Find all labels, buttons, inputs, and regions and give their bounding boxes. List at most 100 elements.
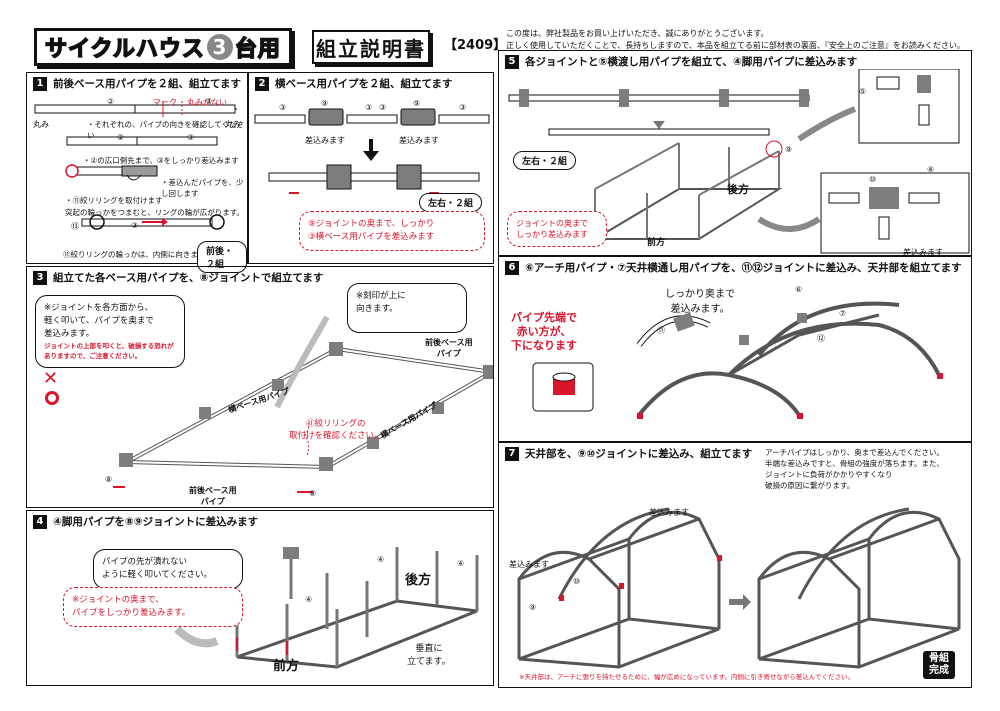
title-part2: 台用 bbox=[234, 36, 281, 63]
intro-text: この度は、弊社製品をお買い上げいただき、誠にありがとうございます。 正しく使用し… bbox=[506, 28, 976, 52]
section-5-panel: 5 各ジョイントと⑤横渡し用パイプを組立て、④脚用パイプに差込みます 左右・２組 bbox=[498, 50, 972, 257]
s3-warn-line-2: ありますので、ご注意ください。 bbox=[44, 352, 142, 360]
s6-part-6: ⑥ bbox=[795, 285, 803, 294]
s2-part-3-b: ③ bbox=[365, 103, 373, 112]
s7-insert-label-b: 差込みます bbox=[649, 508, 689, 517]
s3-fbb-line-2: パイプ bbox=[200, 497, 225, 506]
s3-fbb-line-1: 前後ベース用 bbox=[189, 486, 237, 495]
section-1-header: 1 前後ベース用パイプを２組、組立てます bbox=[27, 73, 247, 94]
section-5-header: 5 各ジョイントと⑤横渡し用パイプを組立て、④脚用パイプに差込みます bbox=[499, 51, 971, 72]
s4-vertical-note: 垂直に 立てます。 bbox=[407, 641, 451, 667]
section-4-title: ④脚用パイプを⑧⑨ジョイントに差込みます bbox=[53, 516, 259, 528]
s3-ring-line-1: ⑪絞リリングの bbox=[306, 419, 366, 429]
part-3-label-b: ③ bbox=[187, 133, 195, 142]
s4-tap-callout: パイプの先が潰れない ように軽く叩いてください。 bbox=[93, 549, 243, 589]
s4-c1-line-1: パイプの先が潰れない bbox=[102, 557, 188, 567]
s3-warn-line-1: ジョイントの上部を叩くと、破損する恐れが bbox=[44, 342, 174, 350]
s5-set-tag: 左右・２組 bbox=[513, 151, 577, 170]
ring-note-2: 突起の輪っかをつまむと、リングの輪が広がります。 bbox=[65, 208, 244, 217]
front-back-set-tag: 前後・２組 bbox=[197, 241, 247, 273]
part-2-label-a: ② bbox=[107, 97, 115, 106]
s4-insert-callout: ※ジョイントの奥まで、 パイプをしっかり差込みます。 bbox=[63, 587, 243, 627]
section-3-header: 3 組立てた各ベース用パイプを、⑧ジョイントで組立てます bbox=[27, 267, 493, 288]
section-5-diagram bbox=[508, 69, 970, 254]
s6-red-line-2: 赤い方が、 bbox=[516, 325, 572, 338]
section-7-number: 7 bbox=[505, 446, 519, 461]
s3-callout-line-2: 軽く叩いて、パイプを奥まで bbox=[44, 316, 154, 326]
s6-part-7: ⑦ bbox=[839, 309, 847, 318]
section-6-header: 6 ⑥アーチ用パイプ・⑦天井横通し用パイプを、⑪⑫ジョイントに差込み、天井部を組… bbox=[499, 257, 971, 278]
s3-front-back-bottom-label: 前後ベース用 パイプ bbox=[189, 485, 237, 507]
s4-part-4-b: ④ bbox=[377, 555, 385, 564]
s7-note-line-2: 半端な差込みですと、骨組の強度が落ちます。また、 bbox=[765, 459, 944, 468]
s5-callout-line-2: しっかり差込みます bbox=[516, 230, 588, 239]
s7-note-line-4: 破損の原因に繋がります。 bbox=[765, 481, 855, 490]
wrong-mark-icon: ✕ bbox=[43, 368, 59, 389]
s6-red-line-3: 下になります bbox=[511, 339, 577, 352]
s6-part-12: ⑫ bbox=[817, 334, 825, 343]
s3-stamp-callout: ※刻印が上に 向きます。 bbox=[347, 283, 467, 333]
s6-insert-note: しっかり奥まで 差込みます。 bbox=[665, 285, 735, 315]
part-3-label-c: ③ bbox=[131, 221, 139, 230]
s7-part-9: ⑨ bbox=[529, 603, 537, 612]
section-1-title: 前後ベース用パイプを２組、組立てます bbox=[53, 78, 241, 90]
s2-part-9-b: ⑨ bbox=[413, 99, 421, 108]
ring-note-3: ⑪絞りリングの輪っかは、内側に向きます。 bbox=[63, 250, 212, 259]
s4-vertical-line-2: 立てます。 bbox=[407, 657, 451, 667]
section-5-title: 各ジョイントと⑤横渡し用パイプを組立て、④脚用パイプに差込みます bbox=[525, 56, 858, 68]
s2-insert-callout: ⑨ジョイントの奥まで、しっかり ③横ベース用パイプを差込みます bbox=[299, 211, 485, 251]
product-title: サイクルハウス 3 台用 bbox=[34, 28, 292, 66]
intro-line-2: 正しく使用していただくことで、長持ちしますので、本品を組立てる前に部材表の裏面、… bbox=[506, 41, 965, 50]
s4-part-4-a: ④ bbox=[305, 595, 313, 604]
section-4-header: 4 ④脚用パイプを⑧⑨ジョイントに差込みます bbox=[27, 511, 493, 532]
section-3-number: 3 bbox=[33, 270, 47, 285]
section-6-panel: 6 ⑥アーチ用パイプ・⑦天井横通し用パイプを、⑪⑫ジョイントに差込み、天井部を組… bbox=[498, 256, 972, 442]
s4-c1-line-2: ように軽く叩いてください。 bbox=[102, 570, 212, 580]
mark-label: マーク bbox=[153, 98, 177, 107]
section-6-number: 6 bbox=[505, 260, 519, 275]
s3-ring-line-2: 取付けを確認ください。 bbox=[289, 431, 383, 441]
s2-part-3-d: ③ bbox=[459, 103, 467, 112]
section-7-title: 天井部を、⑨⑩ジョイントに差込み、組立てます bbox=[525, 448, 753, 460]
s5-part-4: ④ bbox=[927, 165, 935, 174]
left-right-set-tag: 左右・２組 bbox=[419, 193, 483, 212]
product-code: 【2409】 bbox=[444, 38, 507, 53]
s4-c2-line-1: ※ジョイントの奥まで、 bbox=[72, 595, 164, 605]
section-2-number: 2 bbox=[255, 76, 269, 91]
no-mark-label: 丸みがない bbox=[187, 98, 227, 107]
section-7-header: 7 天井部を、⑨⑩ジョイントに差込み、組立てます bbox=[499, 443, 971, 464]
s6-red-line-1: パイプ先端で bbox=[511, 311, 577, 324]
s3-fb-line-2: パイプ bbox=[436, 349, 461, 358]
s3-stamp-line-2: 向きます。 bbox=[356, 304, 398, 314]
section-1-number: 1 bbox=[33, 76, 47, 91]
section-1-diagram bbox=[34, 101, 237, 230]
s2-part-3-c: ③ bbox=[379, 103, 387, 112]
s4-front-label: 前方 bbox=[273, 659, 300, 674]
frame-complete-badge: 骨組 完成 bbox=[923, 651, 955, 679]
s5-part-5: ⑤ bbox=[859, 87, 867, 96]
s2-callout-line-2: ③横ベース用パイプを差込みます bbox=[308, 232, 435, 242]
s3-part-8-a: ⑧ bbox=[105, 475, 113, 484]
s5-insert-label: 差込みます bbox=[903, 248, 943, 257]
s2-part-3-a: ③ bbox=[279, 103, 287, 112]
s7-note-line-3: ジョイントに負荷がかかりやすくなり bbox=[765, 470, 893, 479]
s5-front-label: 前方 bbox=[647, 238, 666, 248]
s2-callout-line-1: ⑨ジョイントの奥まで、しっかり bbox=[308, 219, 435, 229]
s5-insert-callout: ジョイントの奥まで しっかり差込みます bbox=[507, 211, 607, 247]
s4-c2-line-2: パイプをしっかり差込みます。 bbox=[72, 608, 191, 618]
s3-front-back-pipe-label: 前後ベース用 パイプ bbox=[425, 337, 473, 359]
section-2-title: 横ベース用パイプを２組、組立てます bbox=[275, 78, 453, 90]
complete-line-2: 完成 bbox=[929, 665, 949, 676]
section-3-diagram bbox=[113, 315, 493, 493]
s6-red-end-note: パイプ先端で 赤い方が、 下になります bbox=[511, 311, 577, 353]
s6-insert-line-2: 差込みます。 bbox=[670, 304, 730, 315]
s3-part-8-b: ⑧ bbox=[309, 489, 317, 498]
section-6-title: ⑥アーチ用パイプ・⑦天井横通し用パイプを、⑪⑫ジョイントに差込み、天井部を組立て… bbox=[525, 262, 962, 274]
s4-vertical-line-1: 垂直に bbox=[415, 644, 443, 654]
rounded-label-left: 丸み bbox=[33, 120, 49, 129]
s2-part-9-a: ⑨ bbox=[321, 99, 329, 108]
s4-back-label: 後方 bbox=[405, 573, 432, 588]
section-2-panel: 2 横ベース用パイプを２組、組立てます ③ ⑨ ③ ③ ⑨ ③ 差込みます 差込… bbox=[248, 72, 494, 264]
section-6-diagram bbox=[532, 301, 943, 419]
s3-callout-line-3: 差込みます。 bbox=[44, 329, 95, 339]
